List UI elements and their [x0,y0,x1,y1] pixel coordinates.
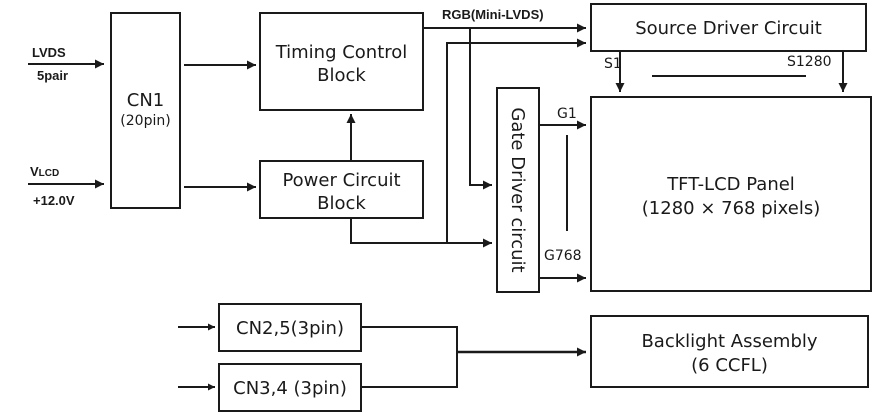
cn1-title: CN1 [127,90,165,111]
g1-label: G1 [557,106,577,122]
timing-line2: Block [317,65,366,86]
cn1-block: CN1 (20pin) [110,12,181,209]
cn34-block: CN3,4 (3pin) [218,363,362,412]
backlight-merge-wire [361,326,458,388]
lvds-input: LVDS 5pair [28,45,104,83]
backlight-title: Backlight Assembly [641,331,817,352]
cn34-title: CN3,4 (3pin) [233,378,347,399]
cn25-block: CN2,5(3pin) [218,303,362,352]
s1-label: S1 [604,56,622,72]
cn1-subtitle: (20pin) [120,113,170,129]
gate-driver-block: Gate Driver circuit [496,87,540,293]
backlight-assembly-block: Backlight Assembly (6 CCFL) [590,315,869,388]
tft-lcd-panel: TFT-LCD Panel (1280 × 768 pixels) [590,96,872,292]
panel-title: TFT-LCD Panel [666,174,795,195]
g768-label: G768 [544,248,582,264]
timing-control-block: Timing Control Block [259,12,424,111]
backlight-ccfl-count: (6 CCFL) [691,355,768,376]
rgb-to-gate-arrow [469,28,492,190]
cn25-title: CN2,5(3pin) [236,318,344,339]
panel-resolution: (1280 × 768 pixels) [642,198,820,219]
vlcd-label: VLCD [30,164,59,179]
s1280-label: S1280 [787,54,832,70]
power-line2: Block [317,193,366,214]
lvds-pairs-label: 5pair [37,68,68,83]
power-circuit-block: Power Circuit Block [259,160,424,219]
power-line1: Power Circuit [282,170,400,191]
gate-driver-title: Gate Driver circuit [507,107,528,272]
vlcd-input: VLCD +12.0V [28,164,104,208]
rgb-signal-label: RGB(Mini-LVDS) [442,7,544,22]
vlcd-voltage-label: +12.0V [33,193,75,208]
source-driver-block: Source Driver Circuit [590,3,867,52]
source-driver-title: Source Driver Circuit [635,18,822,39]
power-to-source-arrow [446,38,586,243]
lvds-label: LVDS [32,45,66,60]
power-to-gate-arrow [350,218,492,248]
timing-line1: Timing Control [275,42,408,63]
